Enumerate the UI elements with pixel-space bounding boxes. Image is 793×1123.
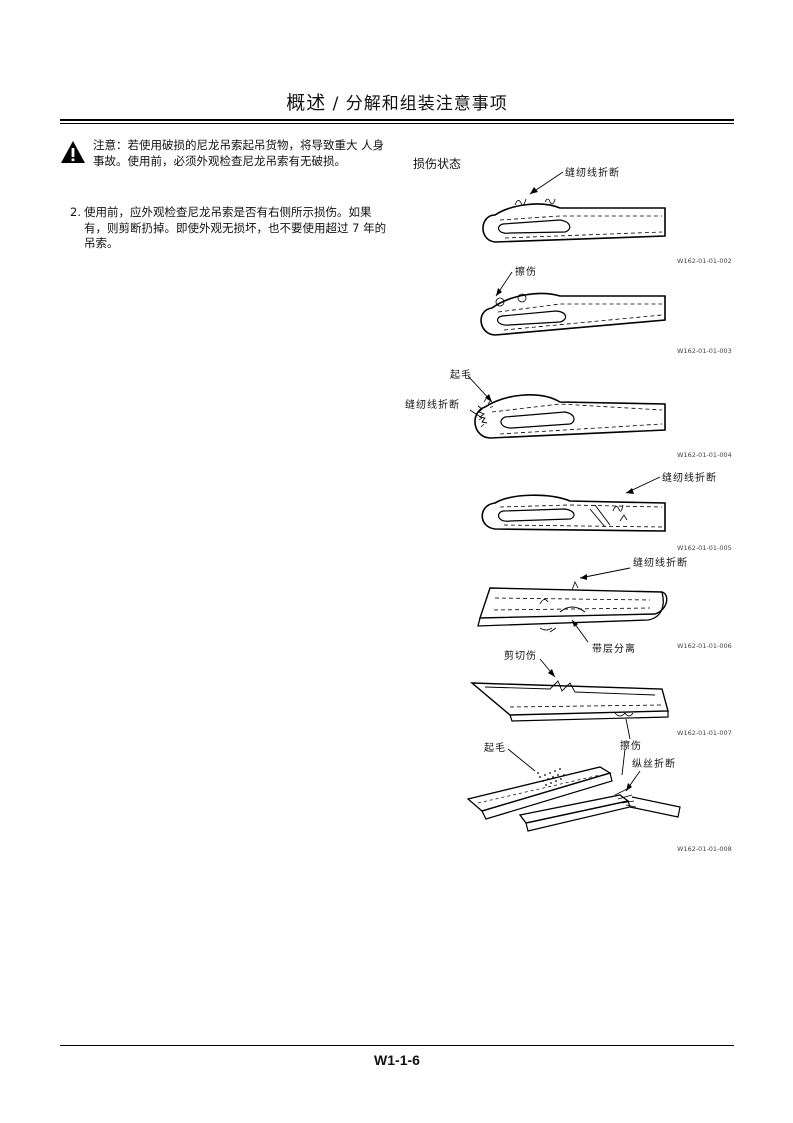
label-fraying: 起毛 [450,370,472,381]
figure-fraying-1: 起毛 缝纫线折断 W162-01-01-004 [400,362,734,462]
label-broken-threads: 纵丝折断 [632,759,676,770]
label-broken-stitch: 缝纫线折断 [405,400,460,411]
sling-illustration-5 [477,567,668,643]
sling-illustration-1 [482,171,666,243]
label-layer-separation: 带层分离 [592,644,636,655]
figure-broken-stitch-1: 缝纫线折断 W162-01-01-002 [400,160,734,270]
figure-abrasion-1: 擦伤 W162-01-01-003 [400,260,734,360]
figure-code: W162-01-01-002 [677,257,732,265]
step-text: 使用前，应外观检查尼龙吊索是否有右侧所示损伤。如果有，则剪断扔掉。即使外观无损坏… [84,205,387,250]
label-broken-stitch: 缝纫线折断 [633,558,688,569]
sling-illustration-7 [466,748,681,832]
sling-illustration-6 [470,658,669,740]
warning-text: 注意：若使用破损的尼龙吊索起吊货物，将导致重大 人身事故。使用前，必须外观检查尼… [93,138,385,168]
warning-note: 注意：若使用破损的尼龙吊索起吊货物，将导致重大 人身事故。使用前，必须外观检查尼… [60,138,390,169]
page-title: 概述 / 分解和组装注意事项 [286,92,508,114]
label-abrasion: 擦伤 [620,741,642,752]
figure-code: W162-01-01-004 [677,451,732,459]
figures-title: 损伤状态 [413,157,462,171]
label-abrasion: 擦伤 [515,267,537,278]
sling-illustration-3 [467,375,666,439]
figure-broken-stitch-2: 缝纫线折断 W162-01-01-005 [400,465,734,555]
figure-cut-damage: 剪切伤 W162-01-01-007 [400,645,734,745]
sling-illustration-2 [480,271,666,336]
warning-icon [61,141,85,163]
label-cut: 剪切伤 [504,651,537,662]
header-rule-thin [60,123,734,124]
figure-broken-threads: 起毛 擦伤 纵丝折断 W162-01-01-008 [400,735,734,855]
figure-code: W162-01-01-003 [677,347,732,355]
figure-code: W162-01-01-006 [677,642,732,650]
label-broken-stitch: 缝纫线折断 [565,168,620,179]
header-rule [60,119,734,121]
page-number: W1-1-6 [374,1052,420,1068]
figure-code: W162-01-01-007 [677,729,732,737]
figure-code: W162-01-01-005 [677,544,732,552]
sling-illustration-4 [481,476,666,532]
label-broken-stitch: 缝纫线折断 [662,473,717,484]
page-header: 概述 / 分解和组装注意事项 [60,88,734,115]
figure-layer-separation: 缝纫线折断 带层分离 W162-01-01-006 [400,552,734,655]
label-fraying: 起毛 [484,743,506,754]
figure-code: W162-01-01-008 [677,845,732,853]
step-item: 2. 使用前，应外观检查尼龙吊索是否有右侧所示损伤。如果有，则剪断扔掉。即使外观… [70,205,390,252]
step-number: 2. [70,205,81,219]
footer-rule [60,1045,734,1046]
